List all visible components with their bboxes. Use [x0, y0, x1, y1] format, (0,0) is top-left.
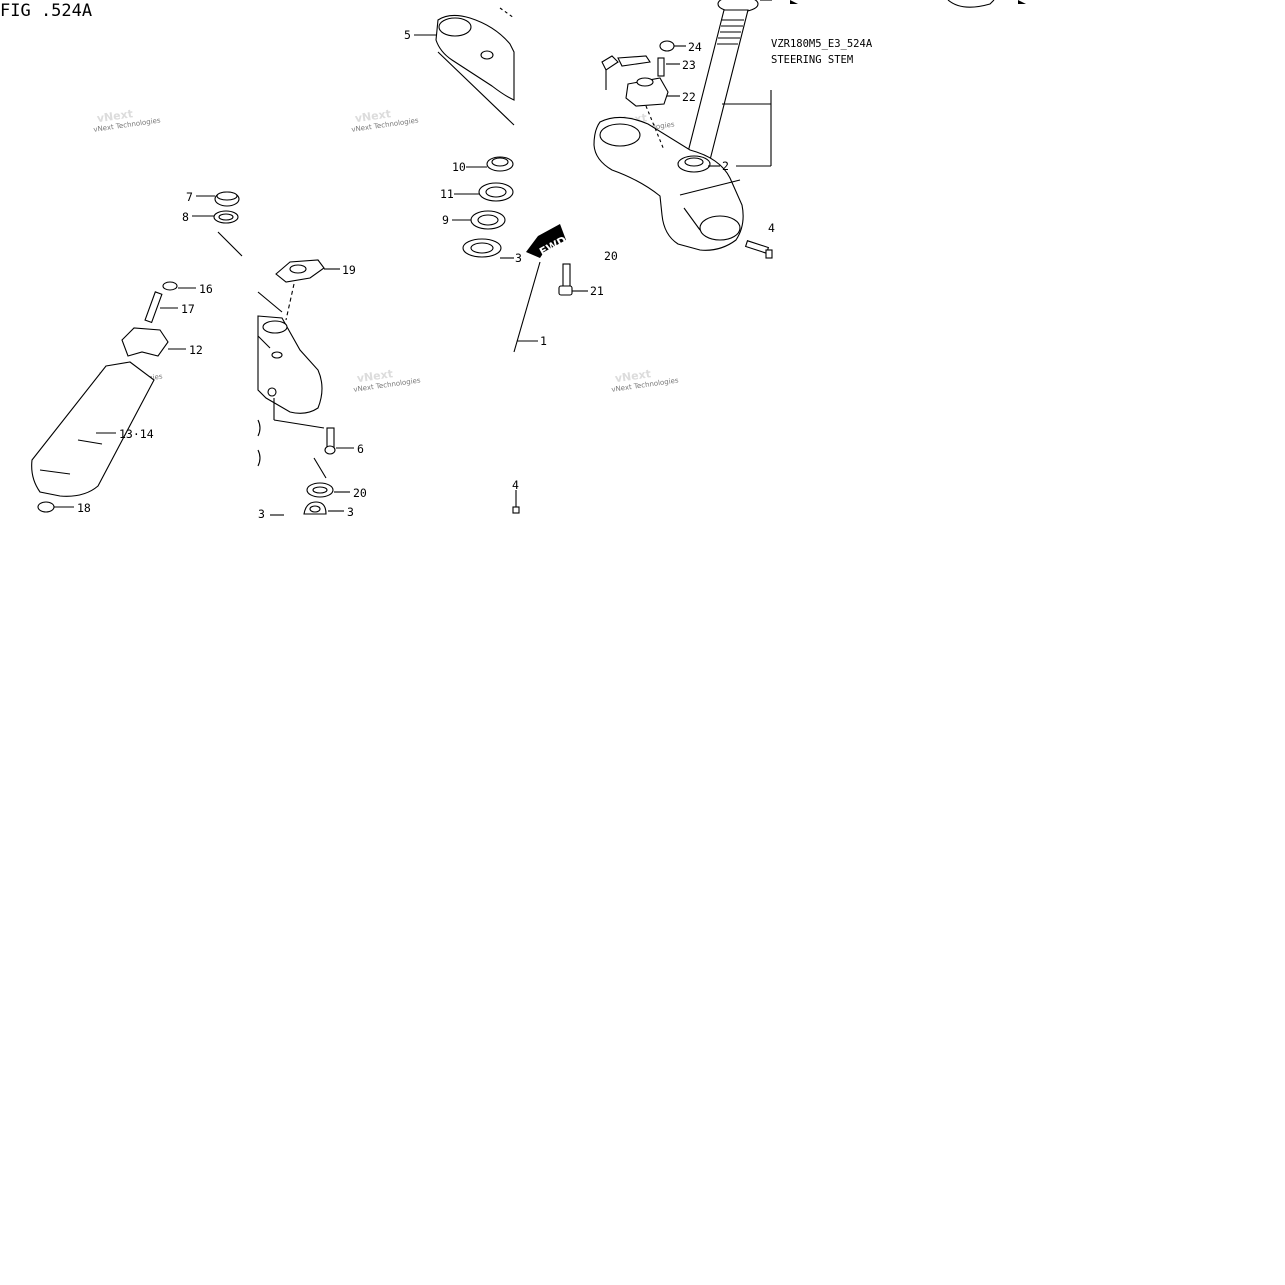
- callout-22: 22: [682, 90, 696, 104]
- callout-19: 20: [353, 486, 367, 500]
- watermark-logo: vNext: [356, 367, 394, 385]
- figure-title: FIG .524A: [0, 1, 92, 21]
- callout-3-top: 3: [515, 251, 522, 265]
- callout-1: 1: [540, 334, 547, 348]
- model-code: VZR180M5_E3_524A: [771, 38, 873, 50]
- bearing-stack: 10 11 9 3: [440, 156, 522, 265]
- callout-11: 11: [440, 187, 454, 201]
- callout-20-cut: 20: [604, 249, 618, 263]
- top-right-partial: [947, 0, 1026, 8]
- callout-15: 16: [199, 282, 213, 296]
- handlebar-assembly: 13·14 12 17 16 18: [31, 281, 213, 515]
- callout-17: 18: [77, 501, 91, 515]
- callout-12: 12: [189, 343, 203, 357]
- callout-20: 3: [347, 505, 354, 519]
- callout-13-14: 13·14: [119, 427, 154, 441]
- callout-21: 21: [590, 284, 604, 298]
- watermark-2: vNext vNext Technologies: [351, 107, 419, 134]
- ignition-switch: 22 23 24: [601, 40, 702, 151]
- watermark-6: vNext vNext Technologies: [611, 367, 679, 394]
- callout-24: 24: [688, 40, 702, 54]
- cap-washer-set: 7 8: [182, 190, 243, 257]
- watermark-5: vNext vNext Technologies: [353, 367, 421, 394]
- watermark-logo: vNext: [354, 107, 392, 125]
- callout-23: 23: [682, 58, 696, 72]
- part-4-small: 4: [512, 478, 520, 514]
- callout-10: 10: [452, 160, 466, 174]
- watermark-1: vNext vNext Technologies: [93, 107, 161, 134]
- callout-8: 8: [182, 210, 189, 224]
- callout-3-bottom: 3: [258, 507, 265, 521]
- callout-6: 6: [357, 442, 364, 456]
- callout-18: 19: [342, 263, 356, 277]
- middle-bracket: 19 6 20 3 3: [257, 259, 367, 521]
- callout-16: 17: [181, 302, 195, 316]
- part-5-upper-bracket: 5: [404, 7, 515, 126]
- callout-4-right: 4: [768, 221, 775, 235]
- callout-4-bottom: 4: [512, 478, 519, 492]
- steering-stem-assembly: 2 4: [593, 0, 798, 259]
- part-4-bolt: 4: [744, 221, 775, 259]
- callout-2: 2: [722, 159, 729, 173]
- stem-leader: 1: [513, 261, 547, 353]
- watermark-logo: vNext: [96, 107, 134, 125]
- part-21-bolt: 21 20: [558, 249, 618, 298]
- callout-5: 5: [404, 28, 411, 42]
- section-name: STEERING STEM: [771, 54, 853, 66]
- watermark-logo: vNext: [614, 367, 652, 385]
- callout-7: 7: [186, 190, 193, 204]
- fwd-arrow-icon: FWD: [526, 224, 569, 259]
- callout-9: 9: [442, 213, 449, 227]
